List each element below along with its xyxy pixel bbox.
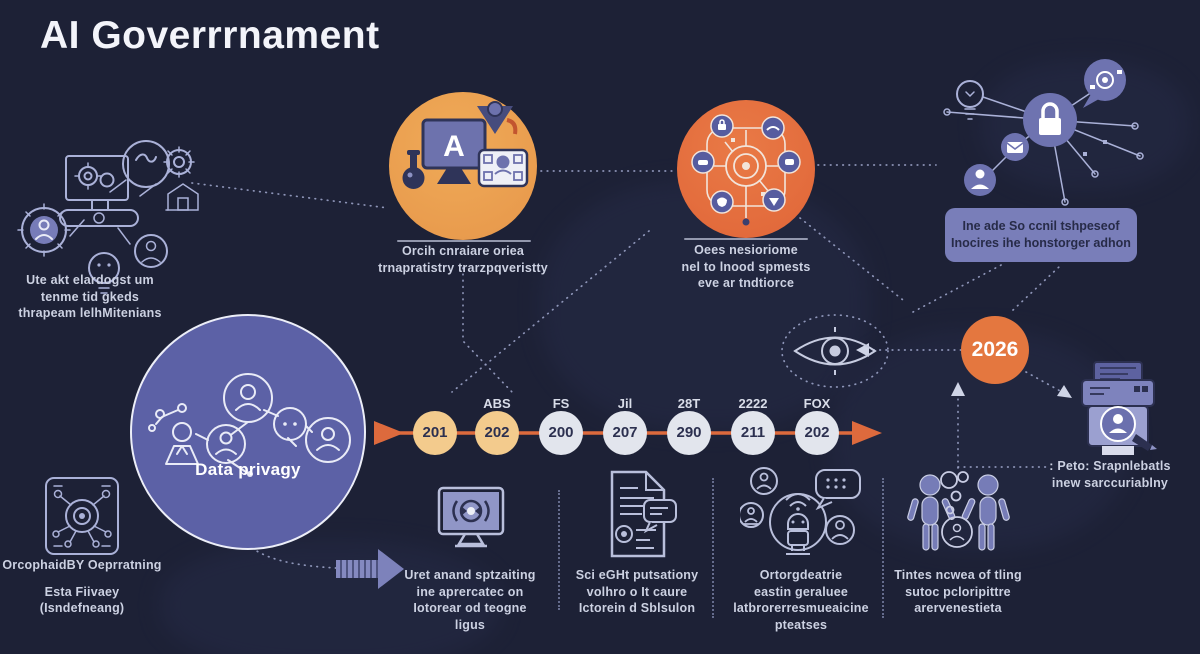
speech-bubble-icon [643, 499, 677, 534]
timeline-node: 202 [795, 411, 839, 455]
pen-icon [1132, 434, 1152, 451]
timeline-label: ABS [483, 396, 511, 411]
document-icon [610, 470, 677, 558]
people-exchange-icon [907, 471, 1010, 551]
camera-bubble-icon [1083, 59, 1126, 108]
monitor-gears-icon [65, 155, 129, 201]
lightbulb-icon [956, 80, 984, 108]
timeline-label: FOX [803, 396, 831, 411]
flow-arrow-head [378, 549, 404, 589]
people-network-icon [148, 373, 351, 477]
mechanism-card-icon [45, 477, 119, 555]
ai-collaboration-icon [740, 467, 861, 555]
timeline-node: 207 [603, 411, 647, 455]
network-caption: Oees nesioriome nel to lnood spmests eve… [681, 243, 811, 290]
hub-network-icon [691, 114, 801, 226]
transparency-caption: Orcih cnraiare oriea trnapratistry trarz… [378, 244, 548, 275]
timeline-label: 2222 [738, 396, 768, 411]
svg-text:A: A [443, 130, 465, 163]
accountability-caption: : Peto: Srapnlebatls inew sarccuriablny [1049, 459, 1171, 490]
eye-icon [793, 327, 877, 375]
divider [882, 478, 884, 618]
map-blob [160, 540, 500, 654]
divider [712, 478, 714, 618]
timeline-node: 200 [539, 411, 583, 455]
flow-arrow-icon [336, 560, 378, 578]
timeline-label: 28T [677, 396, 701, 411]
platform-line [397, 240, 531, 242]
security-network-icon [943, 59, 1144, 206]
house-icon [167, 183, 199, 211]
transparency-circle: A [389, 92, 537, 240]
network-circle [677, 100, 815, 238]
phone-icon [135, 153, 157, 163]
data-privacy-label: Data privagy [195, 460, 301, 479]
printer-icon [1081, 361, 1157, 455]
bottom-left-caption: OrcophaidBY Oeprratning Esta Fiivaey (Is… [2, 558, 162, 615]
monitoring-caption: Uret anand sptzaiting ine aprercatec on … [404, 568, 536, 632]
lock-icon [1023, 93, 1077, 147]
data-privacy-circle: Data privagy [130, 314, 366, 550]
collab-caption: Ortorgdeatrie eastin geraluee latbrorerr… [733, 568, 869, 632]
year-badge: 2026 [961, 316, 1029, 384]
platform-line [684, 238, 808, 240]
envelope-icon [1001, 133, 1029, 161]
people-caption: Tintes ncwea of tling sutoc pcloripittre… [894, 568, 1022, 615]
timeline-node: 201 [413, 411, 457, 455]
shield-icon [769, 198, 779, 206]
security-note-box: Ine ade So ccnil tshpeseof Inocires ihe … [945, 208, 1137, 262]
person-icon [134, 234, 168, 268]
page-title: AI Goverrrnament [40, 14, 380, 57]
monitor-a-icon: A [402, 101, 529, 189]
timeline-end-arrow [852, 421, 882, 445]
dots-bubble-icon [815, 469, 861, 511]
timeline-node: 290 [667, 411, 711, 455]
person-lock-icon [964, 164, 996, 196]
timeline-label: Jil [617, 396, 633, 411]
robot-icon [785, 493, 811, 555]
timeline-node: 211 [731, 411, 775, 455]
timeline-label: FS [552, 396, 570, 411]
monitoring-screen-icon [437, 486, 505, 548]
hub-node-icons [691, 114, 801, 214]
left-cluster-caption: Ute akt elardogst um tenme tid gkeds thr… [18, 273, 162, 320]
divider [558, 490, 560, 610]
timeline-node: 202 [475, 411, 519, 455]
policy-caption: Sci eGHt putsationy volhro o It caure Ic… [575, 568, 699, 615]
timeline-start-arrow [374, 421, 404, 445]
flask-icon [407, 150, 420, 155]
governance-tools-icon [17, 140, 199, 294]
